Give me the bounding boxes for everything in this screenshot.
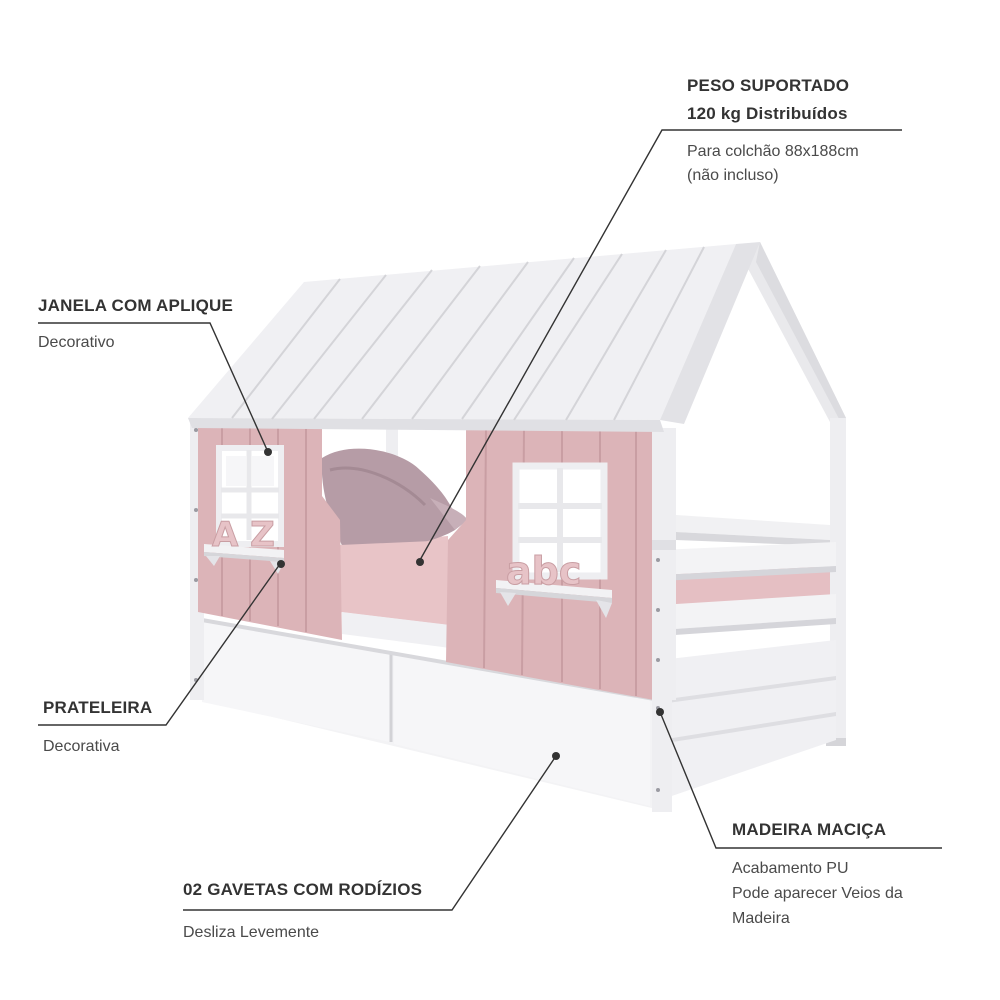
leader-prateleira	[38, 563, 281, 726]
peso-title: PESO SUPORTADO	[687, 76, 850, 95]
leader-janela	[38, 322, 269, 453]
shelf-right	[496, 580, 612, 618]
screws	[194, 428, 660, 792]
peso-subtitle: 120 kg Distribuídos	[687, 104, 848, 123]
gavetas-title: 02 GAVETAS COM RODÍZIOS	[183, 880, 423, 899]
janela-title: JANELA COM APLIQUE	[38, 296, 234, 315]
madeira-title: MADEIRA MACIÇA	[732, 820, 887, 839]
applique-right-letters: abc	[506, 549, 581, 593]
madeira-desc-line2: Pode aparecer Veios da	[732, 885, 903, 902]
roof	[188, 242, 760, 432]
window-right	[512, 462, 608, 580]
leader-gavetas	[183, 755, 557, 911]
peso-desc-line2: (não incluso)	[687, 167, 779, 184]
gavetas-desc: Desliza Levemente	[183, 924, 320, 941]
madeira-desc-line3: Madeira	[732, 910, 790, 927]
window-left	[216, 445, 284, 547]
janela-desc: Decorativo	[38, 334, 115, 351]
prateleira-desc: Decorativa	[43, 738, 120, 755]
prateleira-title: PRATELEIRA	[43, 698, 153, 717]
leader-lines	[38, 129, 942, 911]
side-rails	[660, 515, 836, 800]
applique-left-letters: A Z	[212, 515, 275, 555]
mattress-front	[340, 540, 455, 648]
pillow	[321, 448, 468, 552]
peso-desc-line1: Para colchão 88x188cm	[687, 143, 859, 160]
leader-madeira	[659, 711, 942, 849]
madeira-desc-line1: Acabamento PU	[732, 860, 849, 877]
leader-peso	[419, 129, 902, 561]
leader-dots	[264, 448, 664, 760]
drawers	[190, 420, 672, 812]
